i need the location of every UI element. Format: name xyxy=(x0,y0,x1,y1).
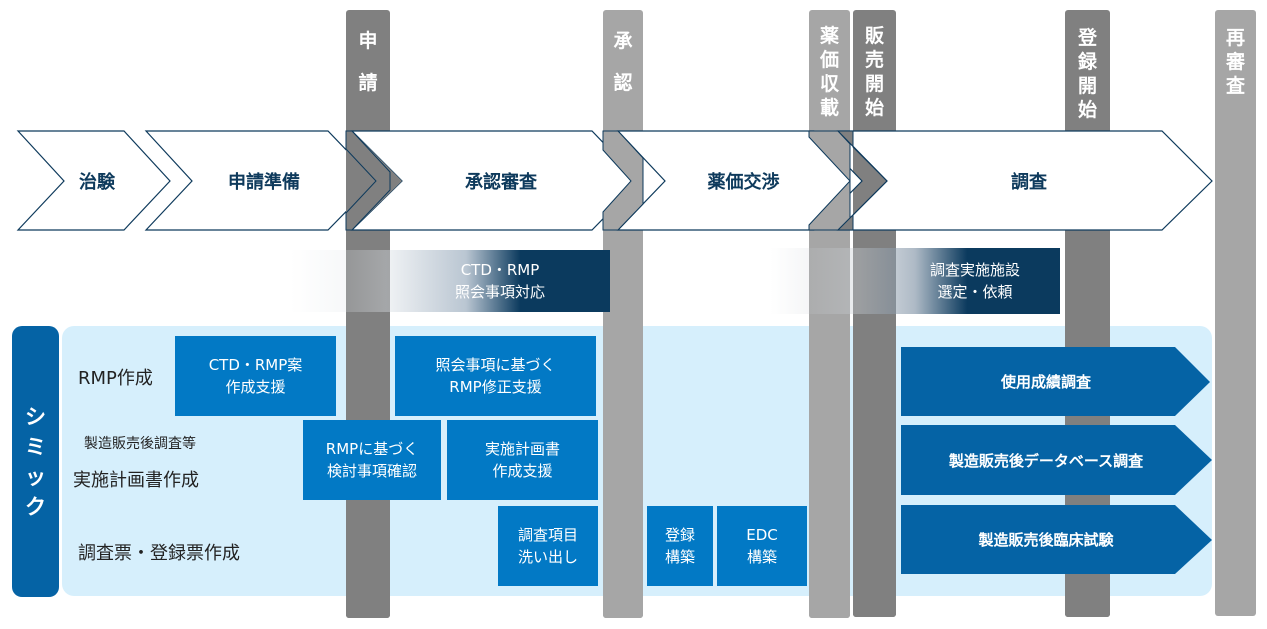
task-line: CTD・RMP xyxy=(460,261,540,279)
service-line: 作成支援 xyxy=(492,462,553,480)
task-line: 照会事項対応 xyxy=(454,283,545,301)
study-label-database: 製造販売後データベース調査 xyxy=(948,451,1144,470)
phase-label-review: 承認審査 xyxy=(465,172,537,193)
company-char: ッ xyxy=(25,464,46,489)
service-line: RMPに基づく xyxy=(325,440,419,458)
service-plan-support: 実施計画書 作成支援 xyxy=(447,420,598,500)
company-char: ク xyxy=(25,494,46,519)
milestone-overlaps xyxy=(345,130,888,231)
milestone-label: 承 xyxy=(613,30,633,52)
milestone-char: 録 xyxy=(1077,51,1097,73)
service-line: 検討事項確認 xyxy=(326,462,417,480)
regulatory-fade-2 xyxy=(770,248,1060,314)
milestone-bar-segment xyxy=(853,326,896,617)
phase-label-prep: 申請準備 xyxy=(228,172,300,193)
service-line: EDC xyxy=(746,526,778,544)
row-label-plan: 実施計画書作成 xyxy=(73,470,199,491)
milestone-bar-segment xyxy=(603,326,643,618)
service-line: 洗い出し xyxy=(517,548,578,566)
milestone-label: 申 xyxy=(358,30,378,52)
milestone-char: 始 xyxy=(864,97,884,119)
service-rmp-review: RMPに基づく 検討事項確認 xyxy=(303,420,441,500)
row-label-plan-sub: 製造販売後調査等 xyxy=(84,436,196,452)
study-arrow-database xyxy=(901,425,1212,495)
company-char: シ xyxy=(25,404,46,429)
milestone-reexamination: 再審査 xyxy=(1215,10,1256,616)
regulatory-task-ctd-rmp: CTD・RMP 照会事項対応 xyxy=(400,250,600,312)
service-ctd-rmp-draft: CTD・RMP案 作成支援 xyxy=(175,336,336,416)
milestone-char: 開 xyxy=(1077,75,1097,97)
study-label-use-results: 使用成績調査 xyxy=(1000,373,1091,391)
milestone-char: 販 xyxy=(864,25,884,47)
service-line: 実施計画書 xyxy=(484,440,560,458)
row-label-forms: 調査票・登録票作成 xyxy=(78,543,240,564)
service-edc-build: EDC 構築 xyxy=(717,506,807,586)
regulatory-task-site-selection: 調査実施施設 選定・依頼 xyxy=(890,248,1060,314)
service-rmp-revision: 照会事項に基づく RMP修正支援 xyxy=(395,336,596,416)
service-line: CTD・RMP案 xyxy=(208,356,303,374)
regulatory-fade-1 xyxy=(290,250,610,312)
milestone-bar-segment xyxy=(809,326,850,618)
milestone-char: 価 xyxy=(819,49,839,71)
service-line: 構築 xyxy=(664,548,695,566)
service-line: 照会事項に基づく xyxy=(435,356,556,374)
company-char: ミ xyxy=(25,434,46,459)
milestone-char: 査 xyxy=(1225,75,1245,97)
phase-chevron-trial xyxy=(16,130,171,231)
service-line: 作成支援 xyxy=(225,378,286,396)
phase-chevrons xyxy=(16,130,1213,231)
service-line: RMP修正支援 xyxy=(449,378,542,396)
phase-label-survey: 調査 xyxy=(1011,172,1047,193)
study-label-clinical-trial: 製造販売後臨床試験 xyxy=(978,531,1114,549)
milestone-char: 載 xyxy=(819,97,839,119)
company-label: シ ミ ッ ク xyxy=(12,326,59,597)
milestone-char: 始 xyxy=(1077,99,1097,121)
phase-label-trial: 治験 xyxy=(79,172,115,193)
study-arrow-clinical-trial xyxy=(901,505,1212,574)
milestone-char: 再 xyxy=(1225,27,1245,49)
milestone-char: 売 xyxy=(864,49,884,71)
service-item-extraction: 調査項目 洗い出し xyxy=(498,506,598,586)
task-line: 調査実施施設 xyxy=(929,261,1020,279)
phase-chevron-prep xyxy=(144,130,377,231)
service-line: 登録 xyxy=(664,526,695,544)
milestone-char: 薬 xyxy=(819,25,839,47)
task-line: 選定・依頼 xyxy=(937,283,1013,301)
milestone-char: 審 xyxy=(1225,51,1245,73)
service-registry-build: 登録 構築 xyxy=(647,506,713,586)
milestone-char: 登 xyxy=(1077,27,1097,49)
row-label-rmp: RMP作成 xyxy=(78,368,153,389)
study-arrow-use-results xyxy=(901,347,1210,416)
service-line: 構築 xyxy=(746,548,777,566)
milestone-char: 収 xyxy=(819,73,839,95)
milestone-label: 請 xyxy=(358,72,378,94)
service-line: 調査項目 xyxy=(517,526,578,544)
milestone-label: 認 xyxy=(613,72,633,94)
milestone-char: 開 xyxy=(864,73,884,95)
phase-label-price: 薬価交渉 xyxy=(707,172,780,193)
